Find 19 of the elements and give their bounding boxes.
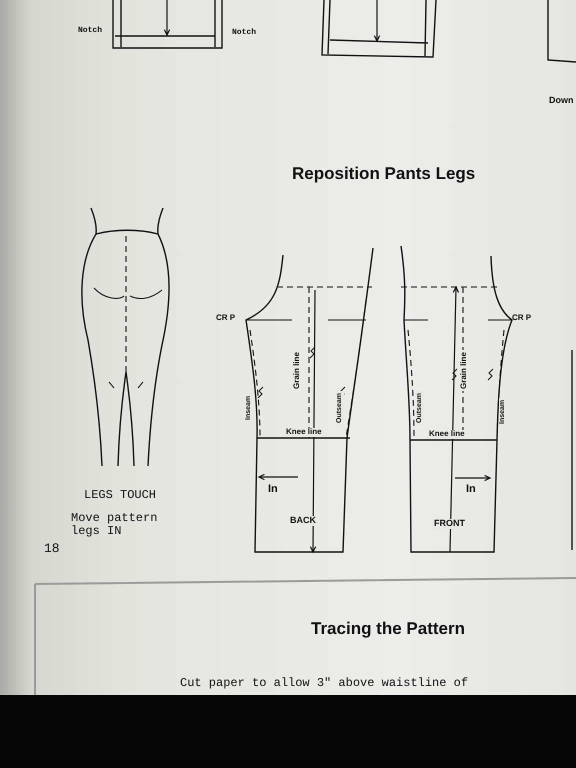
- part-label: CR P: [216, 314, 236, 323]
- piece-label: FRONT: [432, 519, 467, 529]
- body-text: Cut paper to allow 3" above waistline of: [180, 677, 468, 690]
- part-label: Grain line: [293, 350, 302, 391]
- part-label: Knee line: [427, 430, 467, 439]
- piece-label: BACK: [288, 516, 318, 526]
- part-label: Knee line: [284, 428, 324, 437]
- part-label: CR P: [512, 314, 532, 323]
- part-label: Grain line: [460, 350, 469, 391]
- figure-caption: LEGS TOUCH: [84, 489, 156, 502]
- part-label: Notch: [78, 27, 102, 36]
- heading-fragment: Down: [549, 96, 574, 106]
- figure-note: Move pattern legs IN: [71, 512, 158, 538]
- section-heading: Tracing the Pattern: [311, 620, 465, 639]
- page-number: 18: [44, 542, 60, 556]
- part-label: In: [268, 483, 278, 496]
- diagram-title: Reposition Pants Legs: [292, 164, 476, 184]
- part-label: Notch: [232, 29, 256, 38]
- part-label: In: [466, 483, 476, 496]
